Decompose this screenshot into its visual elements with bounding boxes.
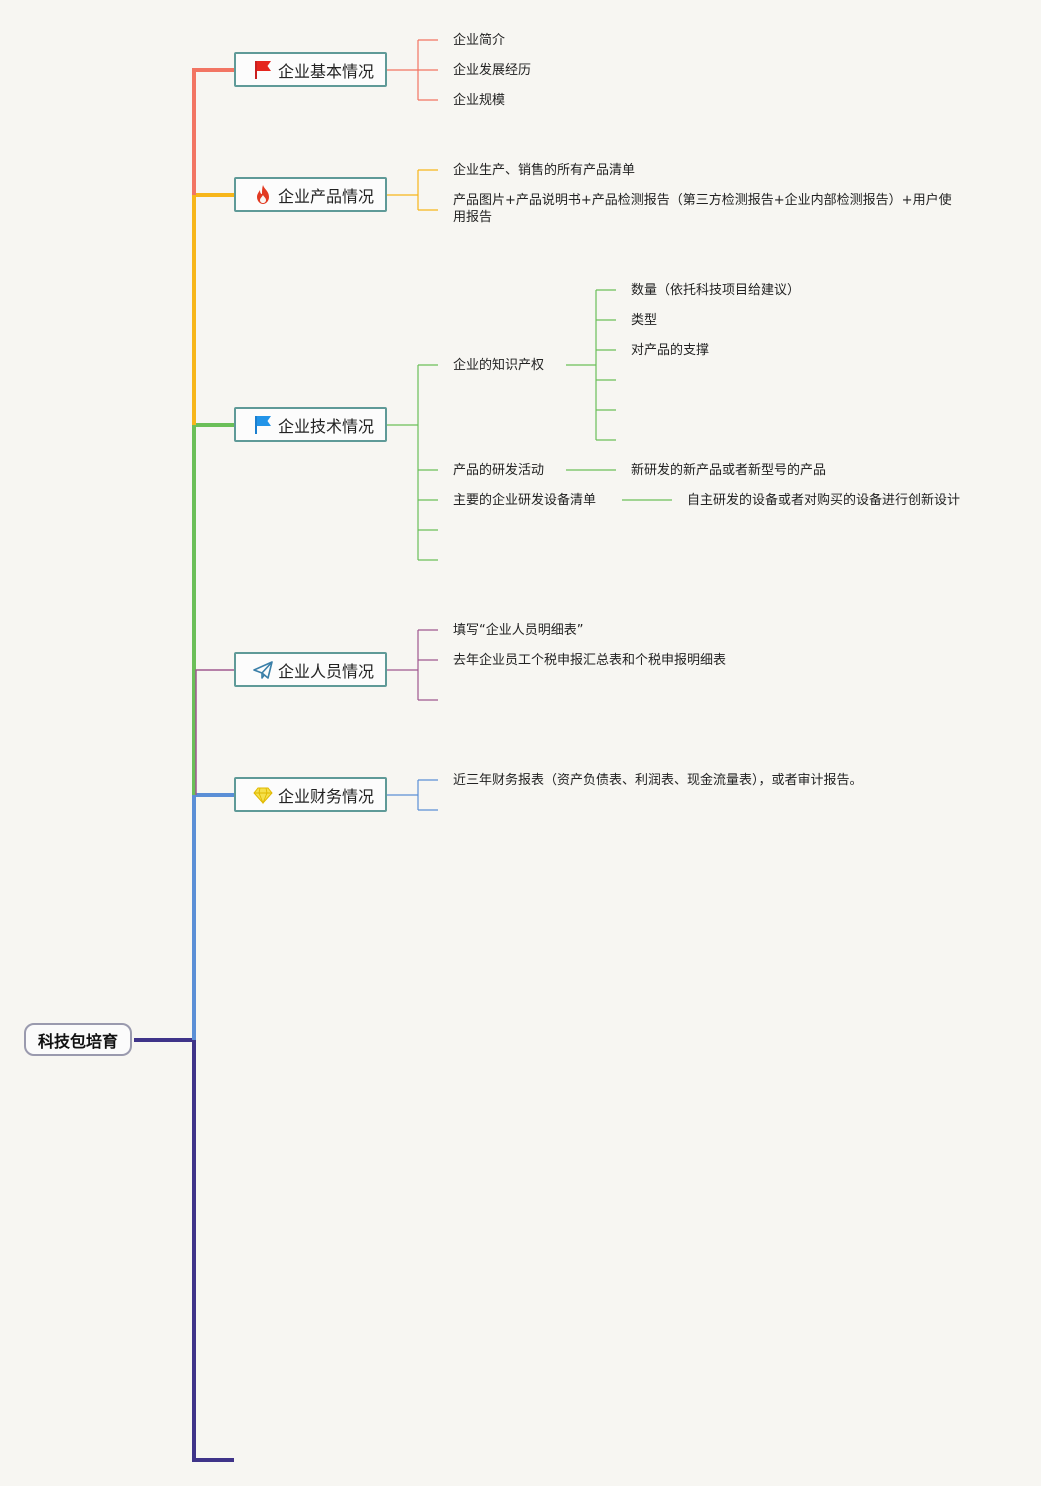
leaf-people-table[interactable]: 填写“企业人员明细表” (453, 623, 584, 638)
leaf-tech-ip-type[interactable]: 类型 (631, 313, 658, 328)
trunk-people (195, 669, 234, 795)
root-label: 科技包培育 (37, 1031, 118, 1051)
people-connectors (387, 629, 438, 701)
trunk-basic (192, 68, 234, 195)
branch-finance[interactable]: 企业财务情况 (234, 777, 387, 812)
trunk-product (192, 193, 234, 425)
trunk-root (134, 1038, 234, 1462)
branch-people-label: 企业人员情况 (278, 661, 375, 681)
branch-tech-label: 企业技术情况 (278, 416, 375, 436)
leaf-tech-equipment-design[interactable]: 自主研发的设备或者对购买的设备进行创新设计 (687, 493, 961, 508)
finance-connectors (387, 779, 438, 811)
branch-finance-label: 企业财务情况 (278, 786, 375, 806)
leaf-tech-ip-support[interactable]: 对产品的支撑 (631, 343, 710, 358)
leaf-tech-equipment[interactable]: 主要的企业研发设备清单 (453, 493, 597, 508)
root-node[interactable]: 科技包培育 (24, 1023, 132, 1056)
leaf-finance-reports[interactable]: 近三年财务报表（资产负债表、利润表、现金流量表），或者审计报告。 (453, 773, 863, 788)
branch-basic-label: 企业基本情况 (278, 61, 375, 81)
branch-product[interactable]: 企业产品情况 (234, 177, 387, 212)
red-flag-icon (255, 60, 271, 79)
leaf-tech-rd[interactable]: 产品的研发活动 (453, 463, 545, 478)
branch-product-label: 企业产品情况 (278, 186, 375, 206)
trunk-tech (192, 423, 234, 795)
leaf-people-tax[interactable]: 去年企业员工个税申报汇总表和个税申报明细表 (453, 653, 727, 668)
branch-basic[interactable]: 企业基本情况 (234, 52, 387, 87)
paper-plane-icon (253, 660, 273, 679)
leaf-tech-rd-new[interactable]: 新研发的新产品或者新型号的产品 (631, 463, 827, 478)
leaf-tech-ip[interactable]: 企业的知识产权 (453, 358, 545, 373)
leaf-tech-ip-count[interactable]: 数量（依托科技项目给建议） (631, 283, 801, 298)
blue-flag-icon (255, 415, 271, 434)
diamond-icon (253, 787, 273, 804)
leaf-product-docs[interactable]: 产品图片+产品说明书+产品检测报告（第三方检测报告+企业内部检测报告）+用户使用… (453, 193, 952, 225)
branch-people[interactable]: 企业人员情况 (234, 652, 387, 687)
product-connectors (387, 169, 438, 211)
leaf-basic-scale[interactable]: 企业规模 (453, 93, 506, 108)
leaf-product-list[interactable]: 企业生产、销售的所有产品清单 (453, 163, 636, 178)
leaf-basic-history[interactable]: 企业发展经历 (453, 63, 532, 78)
leaf-basic-intro[interactable]: 企业简介 (453, 33, 506, 48)
branch-tech[interactable]: 企业技术情况 (234, 407, 387, 442)
fire-icon (257, 184, 269, 204)
basic-connectors (387, 39, 438, 101)
tech-connectors (387, 289, 672, 561)
trunk-finance (192, 793, 234, 1040)
